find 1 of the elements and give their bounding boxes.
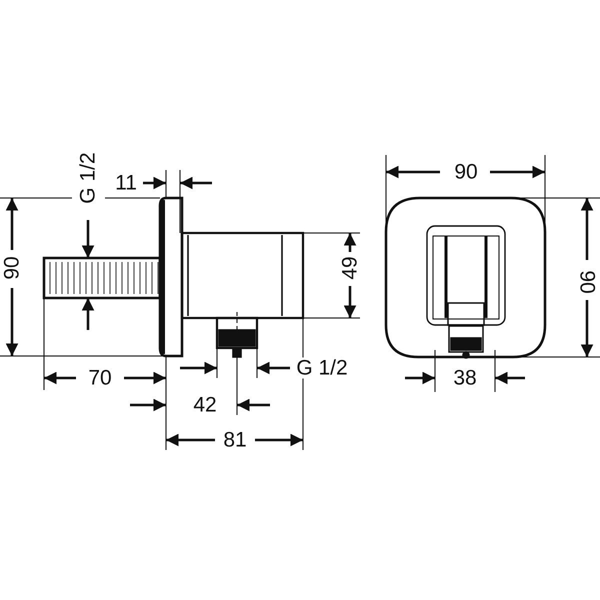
thread-label: G 1/2 <box>294 358 350 378</box>
